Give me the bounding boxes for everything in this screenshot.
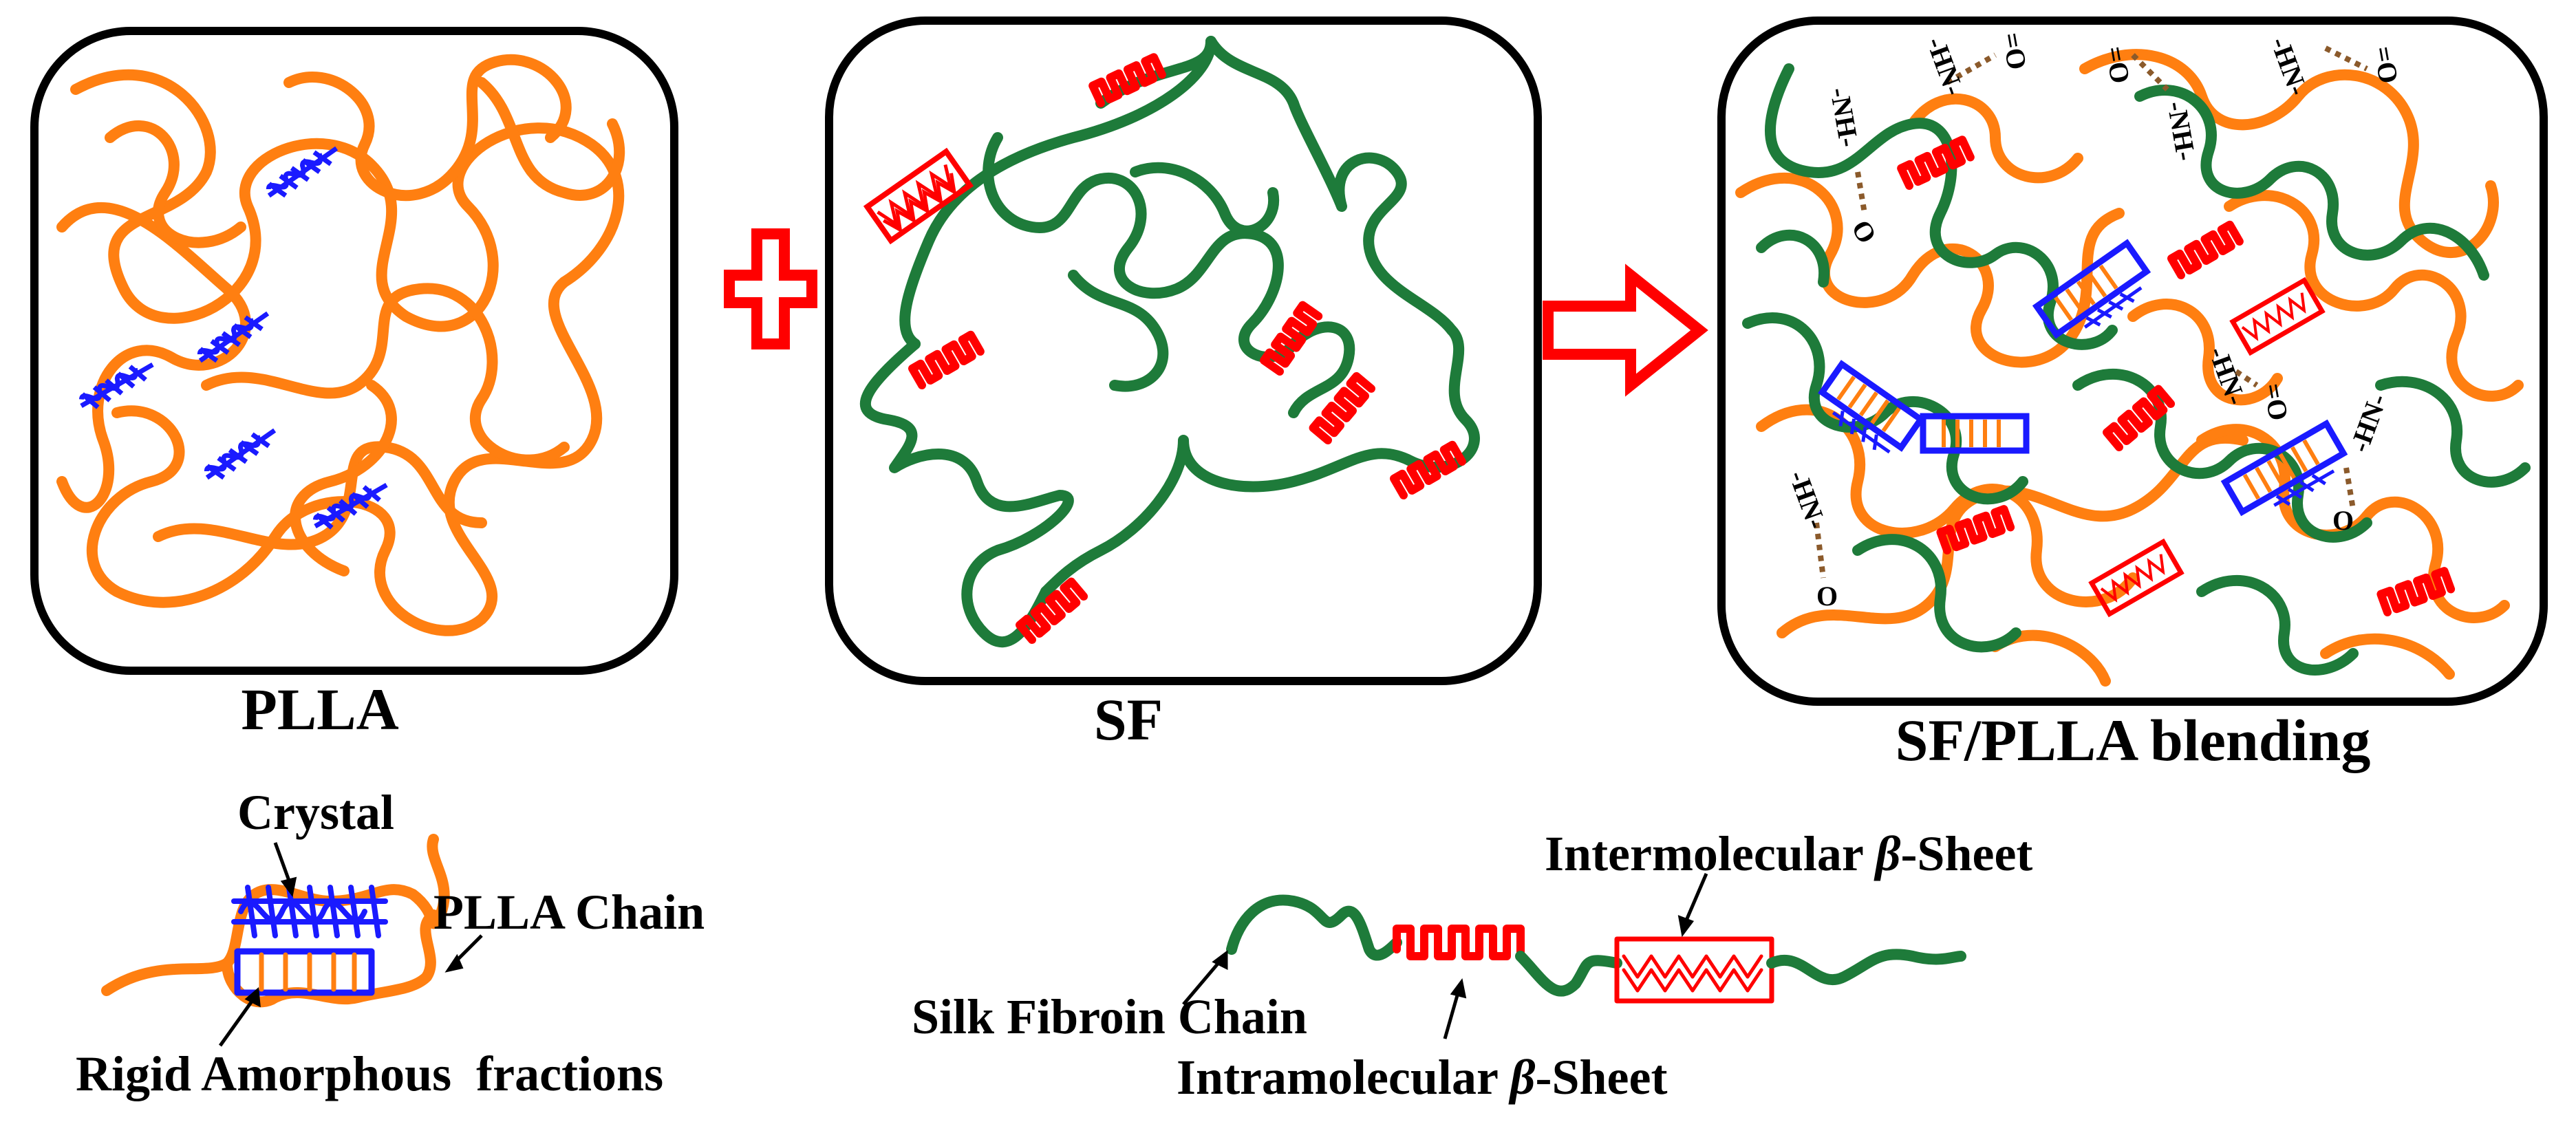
legend-sf-pointers: [1182, 873, 1708, 1039]
plus-icon: [724, 228, 817, 349]
hbond-hn-4: -HN-: [2343, 389, 2393, 456]
sf-chain-network: [860, 36, 1480, 648]
sf-inter-beta-marker: [863, 147, 974, 245]
plla-panel-frame: [30, 27, 678, 675]
legend-raf-label: Rigid Amorphous fractions: [76, 1046, 663, 1101]
hydrogen-bond-lines: [1814, 45, 2368, 579]
blend-inter-beta-marker: [2229, 277, 2326, 356]
legend-sf-chain-graphic: [1226, 894, 1966, 1004]
sf-intra-beta-markers: [908, 53, 1466, 644]
legend-intra-beta-label: Intramolecular β-Sheet: [1177, 1050, 1667, 1105]
legend-intra-beta-marker: [1393, 925, 1525, 960]
hbond-o-4: O: [1816, 581, 1838, 612]
plla-crystal-markers: [78, 146, 388, 530]
hbond-hn-5: -HN-: [1783, 466, 1833, 533]
hbond-o-3: O: [2332, 505, 2354, 536]
legend-inter-beta-marker: [1614, 936, 1774, 1004]
right-arrow-icon: [1543, 263, 1708, 397]
blend-panel-label: SF/PLLA blending: [1896, 707, 2371, 773]
sf-panel-label: SF: [1094, 687, 1163, 753]
blend-crystal-raf-markers: [1818, 239, 2348, 517]
plla-chain-network: [56, 54, 625, 636]
hbond-hn-1: -HN-: [1921, 33, 1971, 100]
hbond-hn-2: -HN-: [2265, 33, 2315, 100]
hbond-o-2: =O: [2099, 44, 2136, 86]
plla-panel-label: PLLA: [241, 676, 398, 742]
legend-plla-pointers: [218, 842, 483, 1047]
hbond-o-1: O: [1845, 215, 1883, 248]
sf-panel-frame: [825, 17, 1542, 685]
hbond-co-2: =O: [2368, 44, 2405, 86]
legend-plla-chain-label: PLLA Chain: [433, 885, 705, 940]
legend-crystal-label: Crystal: [237, 785, 394, 840]
hbond-co-1: =O: [1996, 30, 2033, 72]
hbond-co-3: =O: [2257, 381, 2295, 423]
legend-plla-chain-graphic: [101, 834, 450, 1008]
hbond-nh-1: -NH-: [1824, 85, 1865, 149]
legend-raf-marker: [234, 948, 375, 996]
legend-crystal-marker: [231, 885, 388, 938]
blend-panel-frame: [1717, 17, 2548, 706]
legend-sf-chain-label: Silk Fibroin Chain: [912, 989, 1307, 1044]
blend-intra-beta-markers: [1897, 136, 2456, 616]
blend-inter-beta-marker: [2088, 538, 2185, 618]
legend-inter-beta-label: Intermolecular β-Sheet: [1545, 826, 2032, 881]
